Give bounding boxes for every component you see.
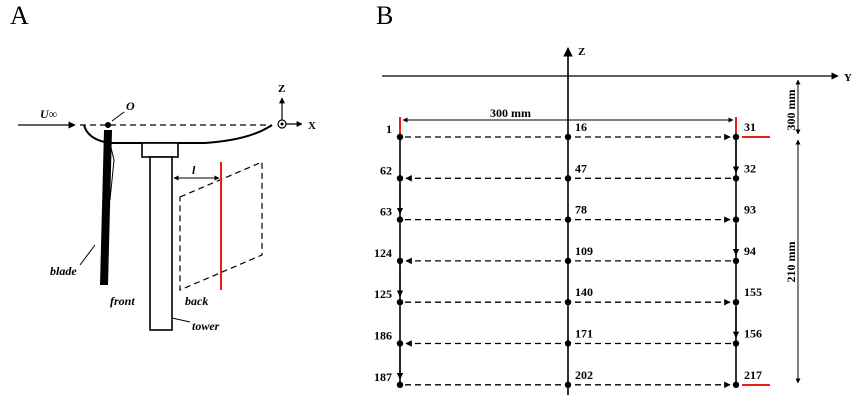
blade-twist [107, 134, 115, 201]
point-label-left: 1 [386, 122, 392, 136]
front-label: front [110, 294, 135, 308]
measurement-plane [179, 161, 263, 291]
panel-a: A U∞ O blade tower front back l [10, 1, 316, 333]
tower-shape [149, 156, 173, 331]
nacelle-outline [83, 124, 273, 144]
tower-label: tower [192, 319, 220, 333]
measurement-point [732, 299, 740, 306]
measurement-point [396, 175, 404, 182]
panel-b: B Y Z 300 mm 300 mm 210 mm 1 16 31 62 47 32 63… [374, 1, 852, 395]
measurement-point [732, 381, 740, 388]
measurement-point [396, 216, 404, 223]
point-label-left: 63 [380, 205, 392, 219]
axis-z-label-a: Z [278, 83, 285, 95]
point-label-mid: 202 [575, 368, 593, 382]
point-label-right: 156 [744, 327, 762, 341]
measurement-point [396, 340, 404, 347]
point-label-mid: 171 [575, 327, 593, 341]
top-dimension-label: 300 mm [784, 90, 798, 131]
hub-block [141, 142, 179, 158]
measurement-point [564, 175, 572, 182]
axis-z-label-b: Z [578, 46, 585, 58]
measurement-point [396, 257, 404, 265]
point-label-right: 31 [744, 120, 756, 134]
measurement-point [564, 133, 572, 141]
measurement-point [396, 299, 404, 306]
point-label-right: 94 [744, 244, 756, 258]
point-label-mid: 16 [575, 120, 587, 134]
side-dimension-label: 210 mm [784, 242, 798, 283]
point-label-mid: 109 [575, 244, 593, 258]
point-label-left: 125 [374, 287, 392, 301]
measurement-point [396, 381, 404, 388]
axis-y-label: Y [844, 72, 852, 84]
inflow-label: U∞ [40, 107, 57, 121]
measurement-point [564, 257, 572, 265]
measurement-point [732, 257, 740, 265]
axis-x-label-a: X [308, 120, 316, 132]
point-label-mid: 140 [575, 285, 593, 299]
origin-label: O [126, 99, 135, 113]
point-label-left: 62 [380, 163, 392, 177]
blade-label: blade [50, 264, 77, 278]
measurement-point [564, 299, 572, 306]
point-label-left: 186 [374, 329, 392, 343]
measurement-point [732, 133, 740, 141]
point-label-mid: 78 [575, 203, 587, 217]
tower-leader [171, 317, 191, 323]
measurement-grid: 1 16 31 62 47 32 63 78 93 124 109 94 125 140 155 186 171… [374, 120, 762, 389]
point-label-right: 32 [744, 161, 756, 175]
point-label-right: 155 [744, 285, 762, 299]
width-dimension-label: 300 mm [490, 106, 531, 120]
origin-leader [111, 111, 125, 122]
origin-dot [105, 122, 111, 128]
panel-b-label: B [376, 1, 393, 30]
measurement-point [732, 340, 740, 347]
back-label: back [185, 294, 208, 308]
axis-origin-dot [280, 122, 284, 126]
measurement-point [564, 340, 572, 347]
point-label-right: 93 [744, 203, 756, 217]
point-label-mid: 47 [575, 161, 587, 175]
measurement-point [732, 175, 740, 182]
measurement-point [396, 133, 404, 141]
distance-label: l [192, 163, 196, 177]
blade-shape [100, 130, 112, 285]
measurement-point [732, 216, 740, 223]
point-label-left: 124 [374, 246, 392, 260]
point-label-right: 217 [744, 368, 762, 382]
blade-leader [79, 244, 96, 266]
point-label-left: 187 [374, 370, 392, 384]
measurement-point [564, 216, 572, 223]
panel-a-label: A [10, 1, 29, 30]
measurement-point [564, 381, 572, 388]
